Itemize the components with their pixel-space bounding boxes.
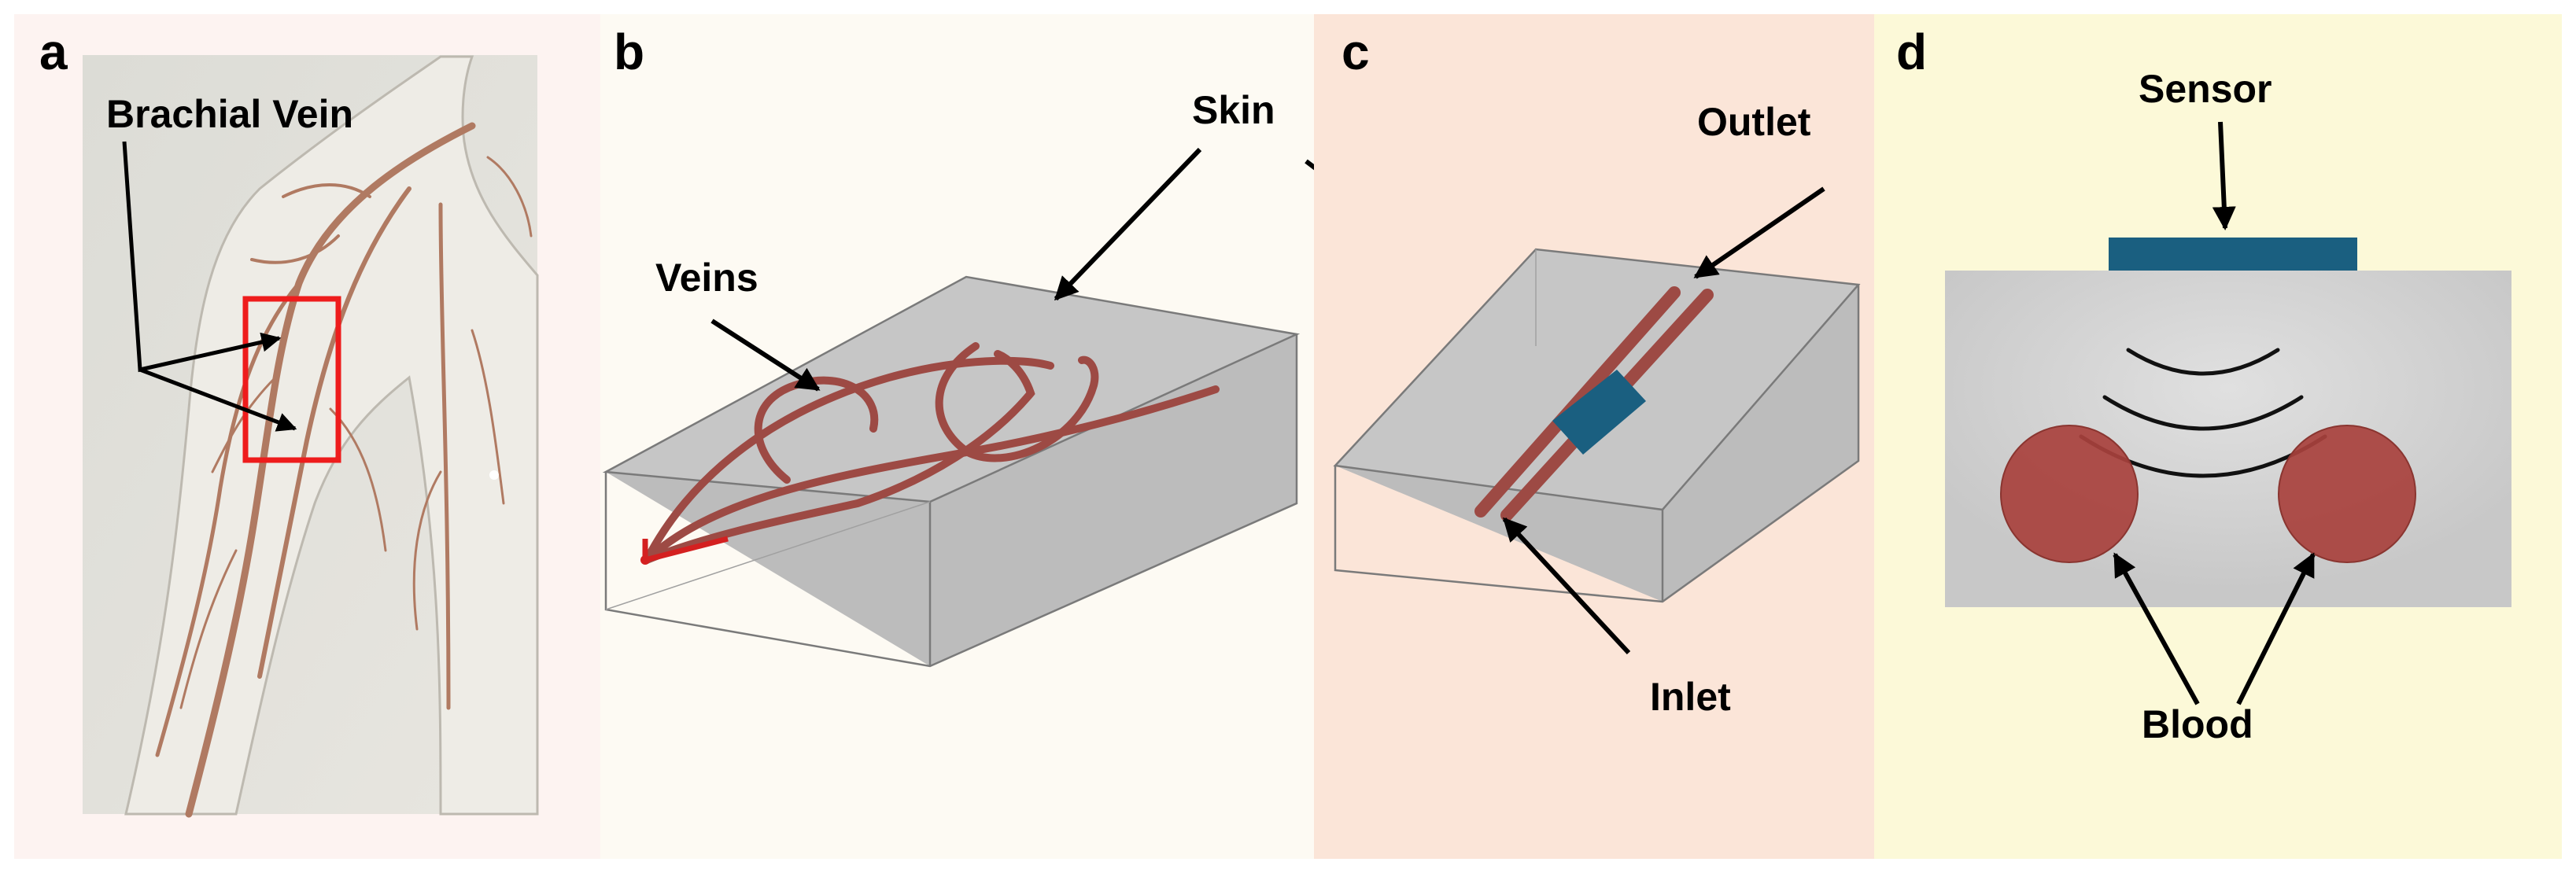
brachial-vein-highlight-box [242, 296, 341, 463]
skin-block-b [602, 275, 1301, 668]
skin-label: Skin [1192, 88, 1275, 132]
arm-veins [155, 122, 533, 818]
blood-label: Blood [2142, 702, 2253, 746]
vein-b-1 [643, 385, 1220, 564]
brachial-vein-label: Brachial Vein [106, 92, 353, 136]
arm-silhouette [124, 55, 539, 816]
panel-a-letter: a [39, 24, 68, 80]
blood-vessel-right [2278, 425, 2416, 563]
veins-b [643, 342, 1220, 564]
panel-a: a Brachial Vein [14, 14, 600, 859]
sensor-label: Sensor [2139, 67, 2272, 111]
outlet-arrow [1693, 186, 1825, 279]
panel-d: d Sensor Blood [1874, 14, 2562, 859]
panel-c: c Outlet Inlet [1314, 14, 1874, 859]
outlet-label: Outlet [1697, 100, 1811, 144]
sensor-c [1552, 370, 1646, 455]
vein-b-end-dot [640, 555, 650, 565]
panel-d-letter: d [1896, 24, 1927, 80]
inlet-arrow [1502, 517, 1631, 655]
veins-arrow [710, 319, 821, 392]
panel-b: b Skin Veins [600, 14, 1485, 859]
wave-2 [2102, 395, 2304, 431]
blood-arrow-right [2236, 552, 2316, 705]
arm-highlight-dot [489, 470, 499, 480]
arm-illustration [83, 55, 539, 818]
panel-c-letter: c [1342, 24, 1370, 80]
vein-b-4 [935, 342, 1099, 462]
blood-arrow-left [2113, 552, 2200, 705]
sensor-arrow [2212, 121, 2236, 230]
brachial-vein-arrow-lower [139, 367, 297, 432]
veins-label: Veins [655, 256, 758, 300]
skin-block-b-hidden-edge [605, 501, 931, 610]
skin-arrow-b [1054, 147, 1202, 301]
sensor-d [2109, 238, 2357, 271]
inlet-label: Inlet [1650, 675, 1731, 719]
panel-b-letter: b [614, 24, 644, 80]
blood-vessel-left [2000, 425, 2139, 563]
vein-b-3 [643, 350, 1035, 564]
wave-1 [2126, 348, 2280, 376]
